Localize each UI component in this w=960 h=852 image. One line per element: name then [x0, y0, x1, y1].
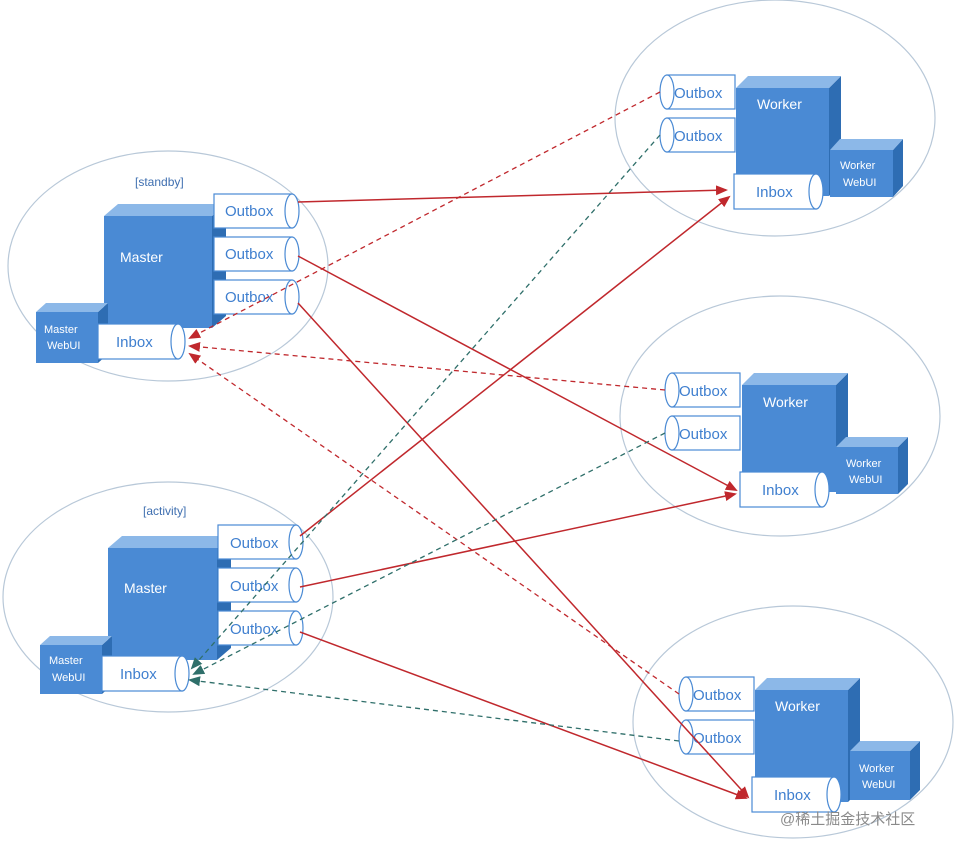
worker-1-group: Worker Worker WebUI Inbox Outbox Outbox: [659, 74, 903, 210]
activity-master-node-ellipse: [2, 481, 334, 713]
worker-1-webui-label-line1: Worker: [840, 160, 876, 172]
activity-tag: [activity]: [143, 504, 186, 518]
worker-2-outbox-2-label: Outbox: [679, 426, 728, 443]
activity-outbox-2: Outbox: [217, 567, 304, 603]
worker-2-outbox-1-label: Outbox: [679, 383, 728, 400]
worker-3-webui-label-line2: WebUI: [862, 779, 895, 791]
arrow-worker3-outbox1-to-standby-inbox: [188, 352, 680, 695]
standby-outbox-2-label: Outbox: [225, 246, 274, 263]
worker-3-outbox-2-label: Outbox: [693, 730, 742, 747]
worker-1-outbox-1-label: Outbox: [674, 85, 723, 102]
standby-outbox-1: Outbox: [213, 193, 300, 229]
standby-master-label: Master: [120, 249, 163, 265]
arrow-standby-outbox3-to-worker3-inbox: [297, 302, 750, 799]
activity-master-group: [activity] Master Master WebUI Inbox Out…: [40, 504, 304, 694]
worker-1-outbox-2: Outbox: [659, 117, 736, 153]
worker-1-label: Worker: [757, 96, 802, 112]
worker-1-webui-label-line2: WebUI: [843, 177, 876, 189]
worker-2-webui-box: Worker WebUI: [836, 437, 908, 494]
watermark-text: @稀土掘金技术社区: [780, 811, 915, 828]
worker-3-label: Worker: [775, 698, 820, 714]
worker-1-outbox-2-label: Outbox: [674, 128, 723, 145]
worker-1-outbox-1: Outbox: [659, 74, 736, 110]
arrow-activity-outbox2-to-worker2-inbox: [299, 491, 737, 588]
standby-inbox: Inbox: [97, 323, 186, 360]
activity-master-box: Master: [108, 536, 231, 660]
worker-2-outbox-2: Outbox: [664, 415, 741, 451]
worker-3-inbox: Inbox: [751, 776, 842, 813]
activity-outbox-1-label: Outbox: [230, 535, 279, 552]
worker-1-webui-box: Worker WebUI: [830, 139, 903, 197]
standby-inbox-label: Inbox: [116, 334, 153, 351]
worker-3-outbox-1-label: Outbox: [693, 687, 742, 704]
worker-3-outbox-2: Outbox: [678, 719, 755, 755]
worker-3-outbox-1: Outbox: [678, 676, 755, 712]
arrow-standby-outbox1-to-worker1-inbox: [297, 185, 728, 203]
arrow-worker2-outbox1-to-standby-inbox: [188, 341, 666, 391]
activity-webui-label-line1: Master: [49, 655, 83, 667]
arrow-worker2-outbox2-to-activity-inbox: [192, 432, 666, 675]
activity-webui-label-line2: WebUI: [52, 672, 85, 684]
standby-master-webui-box: Master WebUI: [36, 303, 108, 363]
arrow-worker3-outbox2-to-activity-inbox: [188, 676, 680, 742]
arrow-activity-outbox1-to-worker1-inbox: [299, 195, 731, 537]
activity-outbox-2-label: Outbox: [230, 578, 279, 595]
standby-webui-label-line1: Master: [44, 324, 78, 336]
worker-1-node-ellipse: [614, 0, 936, 237]
worker-3-webui-box: Worker WebUI: [850, 741, 920, 800]
worker-3-webui-label-line1: Worker: [859, 763, 895, 775]
worker-2-group: Worker Worker WebUI Inbox Outbox Outbox: [664, 372, 908, 508]
standby-webui-label-line2: WebUI: [47, 340, 80, 352]
standby-tag: [standby]: [135, 175, 184, 189]
arrow-worker1-outbox1-to-standby-inbox: [188, 91, 661, 339]
worker-2-outbox-1: Outbox: [664, 372, 741, 408]
standby-master-box: Master: [104, 204, 226, 328]
activity-outbox-3-label: Outbox: [230, 621, 279, 638]
arrow-worker1-outbox2-to-activity-inbox: [190, 134, 661, 670]
worker-1-inbox-label: Inbox: [756, 184, 793, 201]
worker-2-webui-label-line1: Worker: [846, 458, 882, 470]
worker-2-inbox: Inbox: [739, 471, 830, 508]
activity-outbox-3: Outbox: [217, 610, 304, 646]
worker-2-node-ellipse: [619, 295, 941, 537]
standby-outbox-2: Outbox: [213, 236, 300, 272]
worker-2-label: Worker: [763, 394, 808, 410]
activity-master-webui-box: Master WebUI: [40, 636, 112, 694]
activity-inbox-label: Inbox: [120, 666, 157, 683]
activity-master-label: Master: [124, 580, 167, 596]
activity-outbox-1: Outbox: [217, 524, 304, 560]
worker-2-inbox-label: Inbox: [762, 482, 799, 499]
arrow-standby-outbox2-to-worker2-inbox: [297, 255, 738, 491]
arrow-activity-outbox3-to-worker3-inbox: [299, 631, 748, 800]
standby-master-group: [standby] Master Master WebUI Inbox Outb…: [36, 175, 300, 363]
worker-3-inbox-label: Inbox: [774, 787, 811, 804]
worker-1-inbox: Inbox: [733, 173, 824, 210]
arrows-layer: [188, 91, 750, 800]
worker-3-node-ellipse: [632, 605, 954, 839]
worker-2-webui-label-line2: WebUI: [849, 474, 882, 486]
standby-outbox-3-label: Outbox: [225, 289, 274, 306]
standby-outbox-3: Outbox: [213, 279, 300, 315]
worker-3-group: Worker Worker WebUI Inbox Outbox Outbox: [678, 676, 920, 813]
activity-inbox: Inbox: [101, 655, 190, 692]
standby-master-node-ellipse: [7, 150, 329, 382]
standby-outbox-1-label: Outbox: [225, 203, 274, 220]
